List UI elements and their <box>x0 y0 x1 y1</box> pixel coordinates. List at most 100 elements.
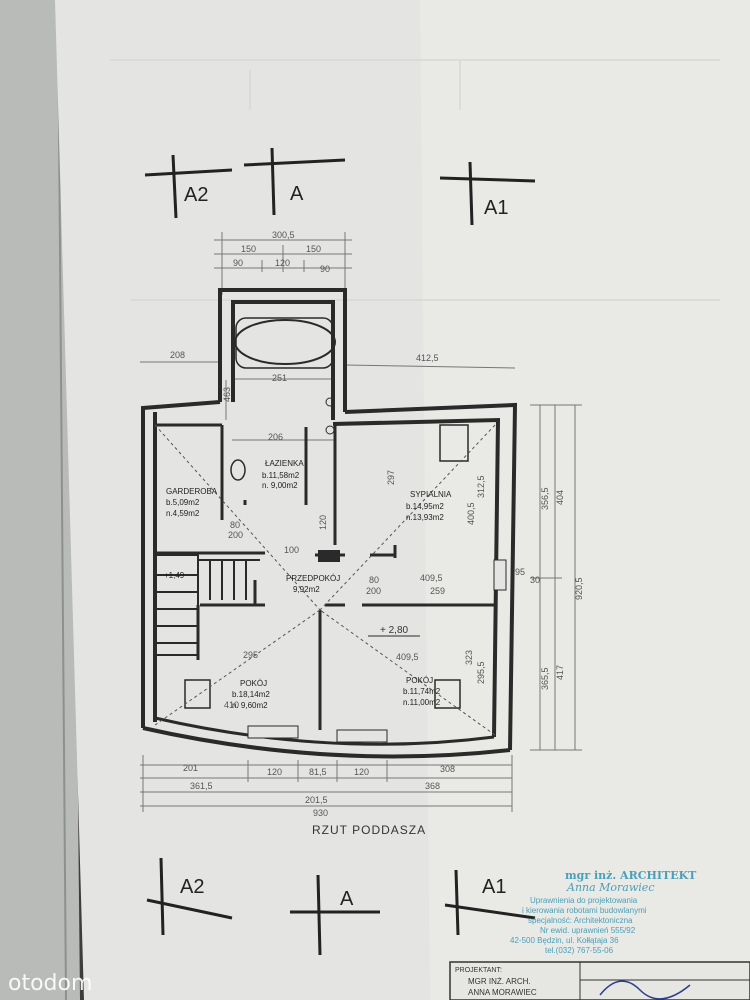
dim-4095a: 409,5 <box>420 573 443 583</box>
room-pokoj-right-name: POKÓJ <box>406 676 433 685</box>
axis-markers-top <box>144 147 536 226</box>
dim-3655: 365,5 <box>540 667 550 690</box>
dim-2015: 201,5 <box>305 795 328 805</box>
otodom-watermark: otodom <box>8 971 92 996</box>
dim-815: 81,5 <box>309 767 327 777</box>
page-fold <box>57 0 67 1000</box>
toilet-icon <box>230 459 246 481</box>
dim-top-90l: 90 <box>233 258 243 268</box>
architect-stamp: mgr inż. ARCHITEKT Anna Morawiec Uprawni… <box>510 869 697 955</box>
dim-top-90r: 90 <box>320 264 330 274</box>
dim-208: 208 <box>170 350 185 360</box>
windows <box>247 559 507 743</box>
dim-95: 95 <box>515 567 525 577</box>
dim-308: 308 <box>440 764 455 774</box>
dim-30: 30 <box>530 575 540 585</box>
wall-bottom-inner <box>154 716 495 746</box>
interior-walls <box>155 423 494 730</box>
dim-417: 417 <box>555 665 565 680</box>
stamp-line-6: tel.(032) 767-55-06 <box>545 946 614 955</box>
dim-4125: 412,5 <box>416 353 439 363</box>
dim-3125: 312,5 <box>476 475 486 498</box>
stamp-line-2: i kierowania robotami budowlanymi <box>522 906 647 915</box>
right-dimension-lines <box>530 404 582 751</box>
level-stairs: +1,49 <box>164 571 185 580</box>
titleblock-line-2: ANNA MORAWIEC <box>468 988 537 997</box>
dim-295: 295 <box>243 650 258 660</box>
bottom-dimension-lines <box>140 755 513 812</box>
room-garderoba-name: GARDEROBA <box>166 487 218 496</box>
stamp-line-3: specjalność: Architektoniczna <box>528 916 633 925</box>
dim-120: 120 <box>318 515 328 530</box>
axis-label-a2-bottom: A2 <box>180 876 204 898</box>
top-dimension-lines <box>214 232 352 295</box>
dim-4095b: 409,5 <box>396 652 419 662</box>
stamp-title: mgr inż. ARCHITEKT <box>565 869 697 882</box>
plan-title: RZUT PODDASZA <box>312 823 426 837</box>
staircase <box>154 554 260 656</box>
room-garderoba-b: b.5,09m2 <box>166 498 200 507</box>
axis-label-a-top: A <box>290 183 304 205</box>
dim-4005: 400,5 <box>466 502 476 525</box>
dim-404: 404 <box>555 490 565 505</box>
dim-100: 100 <box>284 545 299 555</box>
room-sypialnia-name: SYPIALNIA <box>410 490 452 499</box>
stamp-line-5: 42-500 Będzin, ul. Kołłątaja 36 <box>510 936 619 945</box>
sheet-highlight <box>420 0 750 1000</box>
bathtub <box>234 319 336 365</box>
stamp-name: Anna Morawiec <box>566 881 654 894</box>
dim-206: 206 <box>268 432 283 442</box>
dim-top-right: 150 <box>306 244 321 254</box>
dim-3615: 361,5 <box>190 781 213 791</box>
signature <box>599 980 691 1000</box>
titleblock-line-1: MGR INŻ. ARCH. <box>468 977 531 986</box>
dim-368: 368 <box>425 781 440 791</box>
level-room: + 2,80 <box>380 625 409 636</box>
room-lazienka-name: ŁAZIENKA <box>265 459 304 468</box>
heater-right <box>434 679 461 709</box>
sink-icon-2 <box>325 425 335 435</box>
dim-3565: 356,5 <box>540 487 550 510</box>
stamp-line-4: Nr ewid. uprawnień 555/92 <box>540 926 636 935</box>
dim-120a: 120 <box>267 767 282 777</box>
dim-410: 410 <box>224 700 239 710</box>
dim-201: 201 <box>183 763 198 773</box>
roof-lines <box>154 424 496 736</box>
dim-2955: 295,5 <box>476 661 486 684</box>
dim-200a: 200 <box>228 530 243 540</box>
dim-top-left: 150 <box>241 244 256 254</box>
show-through <box>110 59 720 301</box>
bathtub-rim <box>235 317 334 369</box>
dim-200b: 200 <box>366 586 381 596</box>
dim-259: 259 <box>430 586 445 596</box>
room-sypialnia-n: n.13,93m2 <box>406 513 444 522</box>
dim-top-120: 120 <box>275 258 290 268</box>
room-garderoba-n: n.4,59m2 <box>166 509 200 518</box>
dim-120b: 120 <box>354 767 369 777</box>
room-lazienka-n: n. 9,00m2 <box>262 481 298 490</box>
room-pokoj-right-b: b.11,74m2 <box>403 687 441 696</box>
dim-323: 323 <box>464 650 474 665</box>
room-pokoj-left-b: b.18,14m2 <box>232 690 270 699</box>
axis-label-a2-top: A2 <box>184 184 208 206</box>
dim-930: 930 <box>313 808 328 818</box>
heater-left <box>184 679 211 709</box>
side-dimension-lines <box>140 361 516 441</box>
titleblock-role: PROJEKTANT: <box>455 967 502 974</box>
chimney-block <box>439 424 469 462</box>
room-lazienka-b: b.11,58m2 <box>262 471 300 480</box>
dim-80a: 80 <box>230 520 240 530</box>
dim-9205: 920,5 <box>574 577 584 600</box>
sink-icon <box>325 397 335 407</box>
room-pokoj-left-n: n. 9,60m2 <box>232 701 268 710</box>
vent-shaft <box>318 550 340 562</box>
title-block: PROJEKTANT: MGR INŻ. ARCH. ANNA MORAWIEC <box>449 961 750 1000</box>
dim-463: 463 <box>222 387 232 402</box>
stamp-line-1: Uprawnienia do projektowania <box>530 896 638 905</box>
room-pokoj-left-name: POKÓJ <box>240 679 267 688</box>
wall-bottom-outer <box>142 726 511 759</box>
dim-top-total: 300,5 <box>272 230 295 240</box>
dim-80b: 80 <box>369 575 379 585</box>
